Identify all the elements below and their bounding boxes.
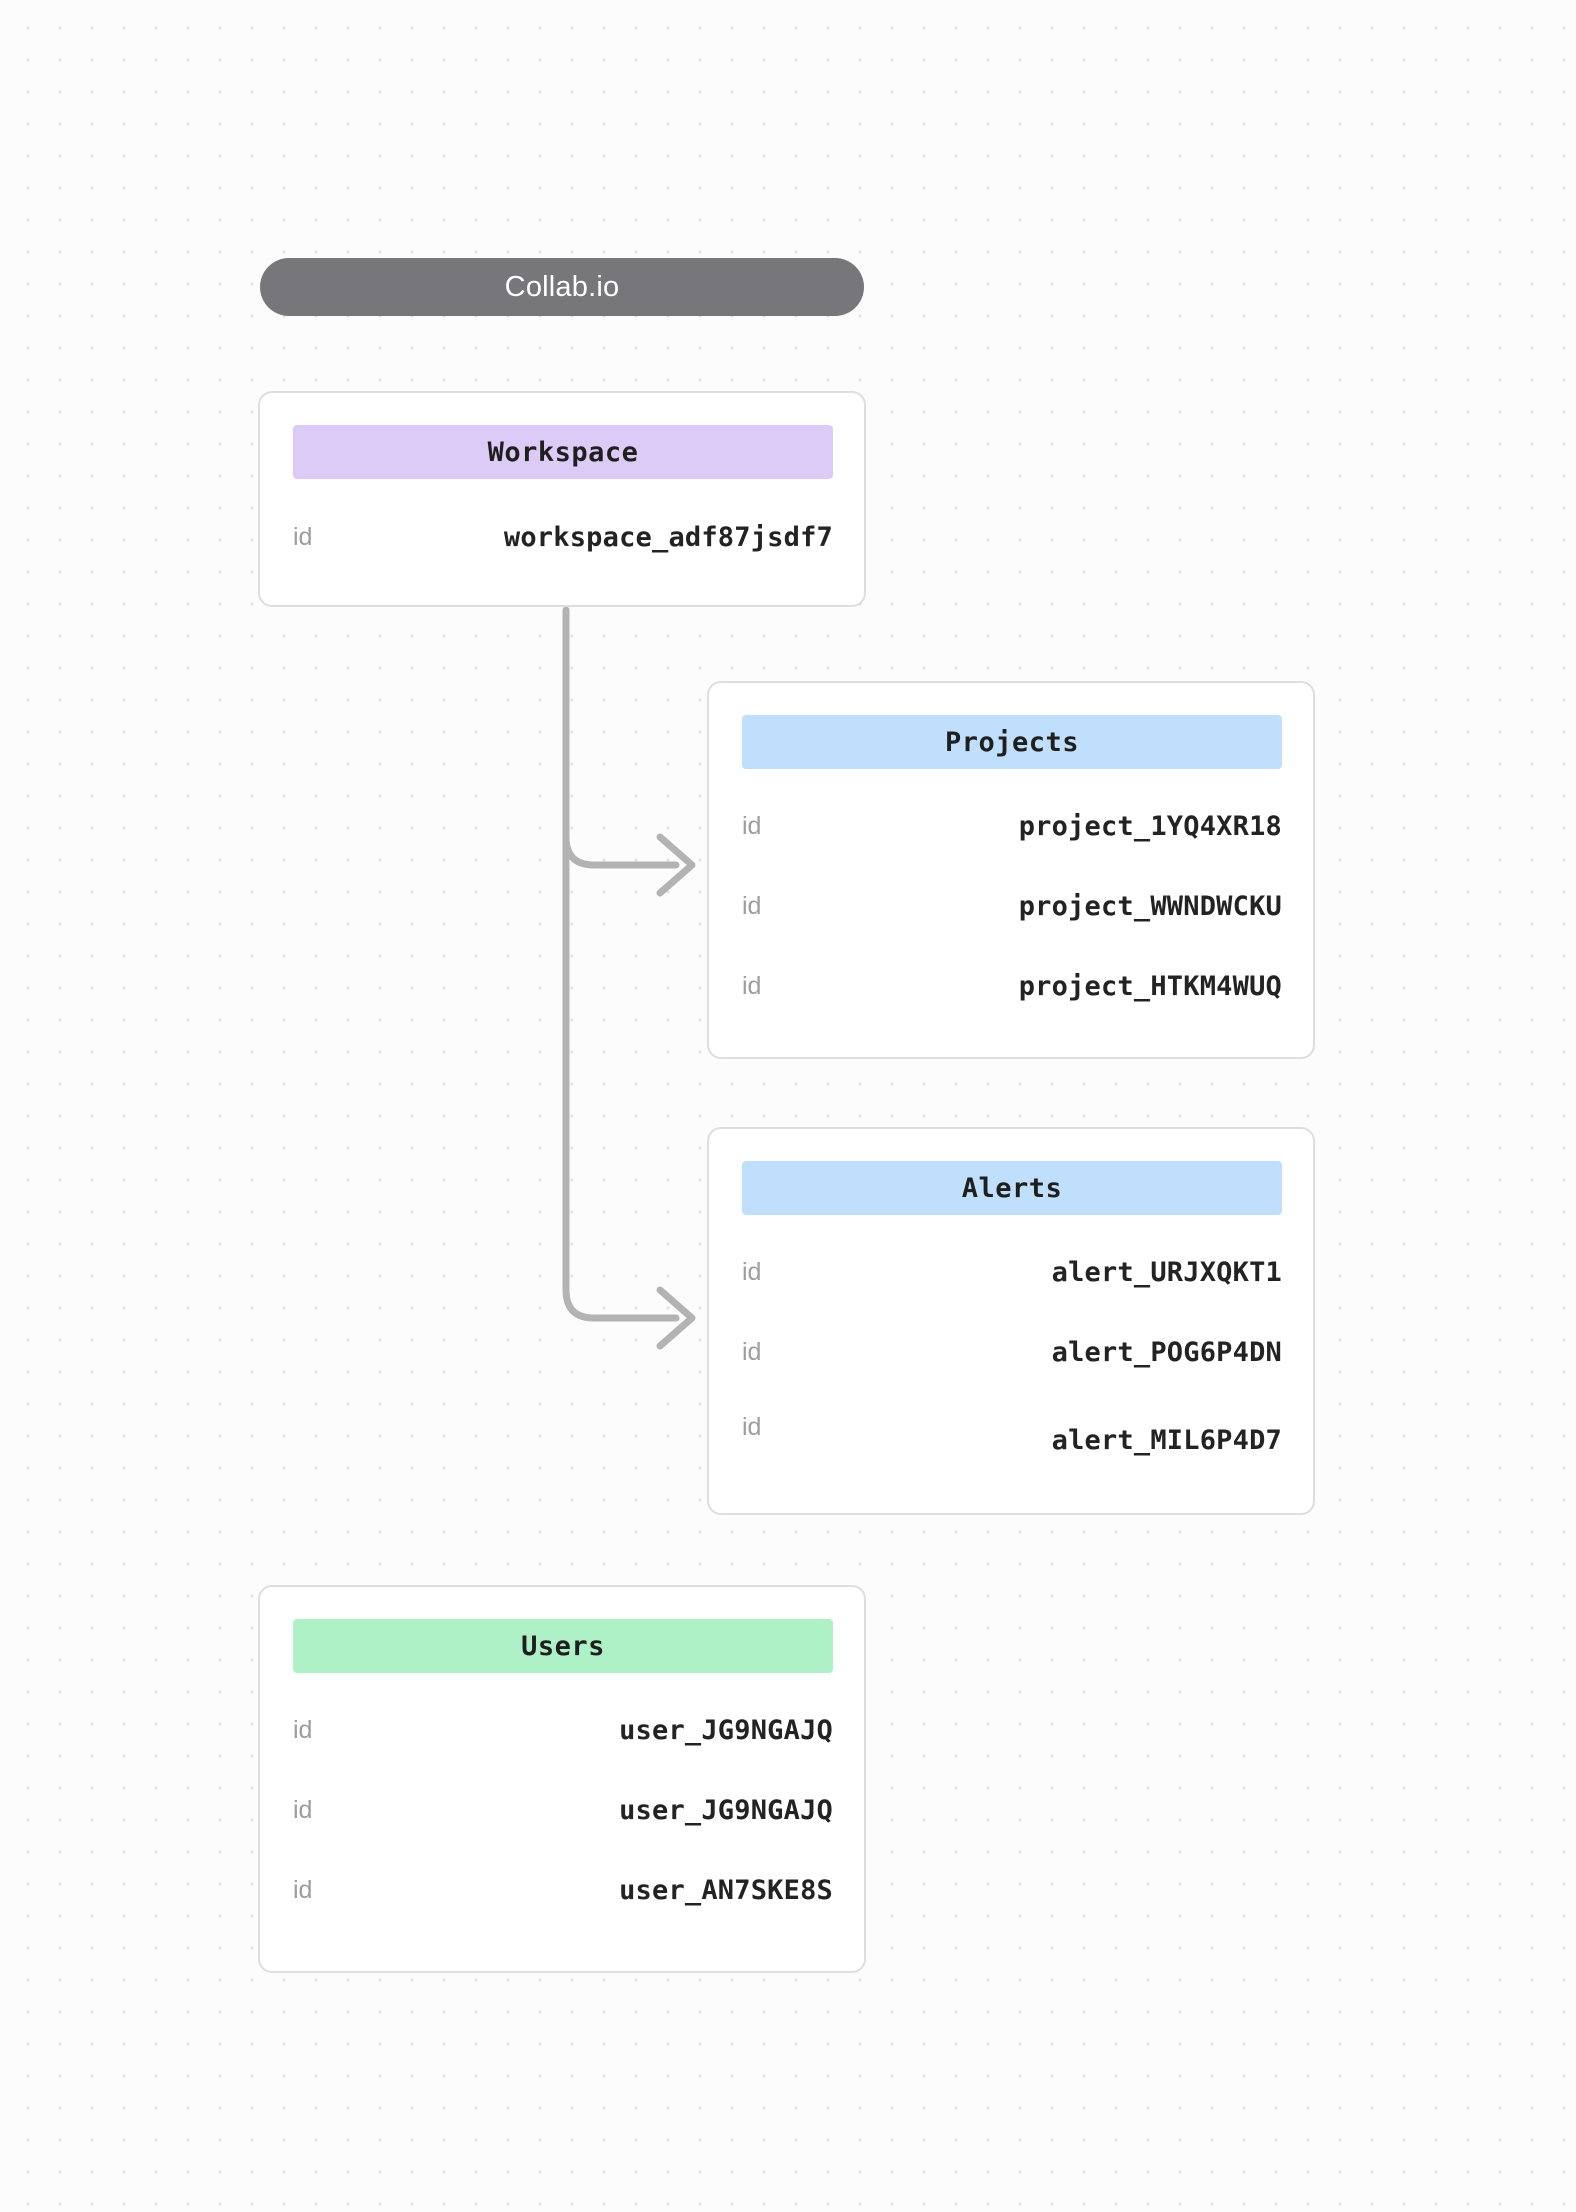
row-value: alert_MIL6P4D7 (1051, 1425, 1282, 1456)
table-row[interactable]: id project_WWNDWCKU (742, 886, 1282, 926)
entity-title-alerts: Alerts (961, 1172, 1063, 1204)
row-value: alert_POG6P4DN (1051, 1336, 1282, 1368)
connector-workspace-trunk (562, 606, 680, 1322)
entity-title-users: Users (521, 1630, 605, 1662)
table-row[interactable]: id project_HTKM4WUQ (742, 966, 1282, 1006)
page-title: Collab.io (504, 270, 620, 303)
entity-title-workspace: Workspace (487, 436, 639, 468)
row-key: id (742, 1413, 762, 1441)
entity-card-alerts[interactable]: Alerts id alert_URJXQKT1 id alert_POG6P4… (707, 1127, 1315, 1515)
connector-workspace-to-projects (562, 833, 680, 869)
row-value: alert_URJXQKT1 (1051, 1256, 1282, 1288)
row-value: project_WWNDWCKU (1018, 890, 1282, 922)
table-row[interactable]: id user_AN7SKE8S (293, 1870, 833, 1910)
row-key: id (293, 1715, 313, 1744)
entity-header-users: Users (293, 1619, 833, 1673)
row-key: id (742, 1257, 762, 1286)
table-row[interactable]: id alert_MIL6P4D7 (742, 1412, 1282, 1456)
entity-header-workspace: Workspace (293, 425, 833, 479)
table-row[interactable]: id alert_URJXQKT1 (742, 1252, 1282, 1292)
entity-card-projects[interactable]: Projects id project_1YQ4XR18 id project_… (707, 681, 1315, 1059)
row-key: id (742, 1337, 762, 1366)
diagram-title-pill: Collab.io (260, 258, 864, 316)
row-value: user_AN7SKE8S (619, 1874, 833, 1906)
row-key: id (742, 891, 762, 920)
row-key: id (293, 1875, 313, 1904)
arrowhead-alerts-icon (656, 1286, 696, 1350)
row-value: project_1YQ4XR18 (1018, 810, 1282, 842)
row-value: project_HTKM4WUQ (1018, 970, 1282, 1002)
row-key: id (742, 811, 762, 840)
table-row[interactable]: id workspace_adf87jsdf7 (293, 517, 833, 557)
entity-header-projects: Projects (742, 715, 1282, 769)
entity-card-workspace[interactable]: Workspace id workspace_adf87jsdf7 (258, 391, 866, 607)
table-row[interactable]: id user_JG9NGAJQ (293, 1710, 833, 1750)
table-row[interactable]: id user_JG9NGAJQ (293, 1790, 833, 1830)
row-key: id (742, 971, 762, 1000)
row-key: id (293, 1795, 313, 1824)
table-row[interactable]: id project_1YQ4XR18 (742, 806, 1282, 846)
row-value: user_JG9NGAJQ (619, 1714, 833, 1746)
row-key: id (293, 522, 313, 551)
table-row[interactable]: id alert_POG6P4DN (742, 1332, 1282, 1372)
arrowhead-projects-icon (656, 833, 696, 897)
entity-title-projects: Projects (944, 726, 1080, 758)
row-value: user_JG9NGAJQ (619, 1794, 833, 1826)
entity-card-users[interactable]: Users id user_JG9NGAJQ id user_JG9NGAJQ … (258, 1585, 866, 1973)
entity-header-alerts: Alerts (742, 1161, 1282, 1215)
row-value: workspace_adf87jsdf7 (503, 521, 833, 553)
